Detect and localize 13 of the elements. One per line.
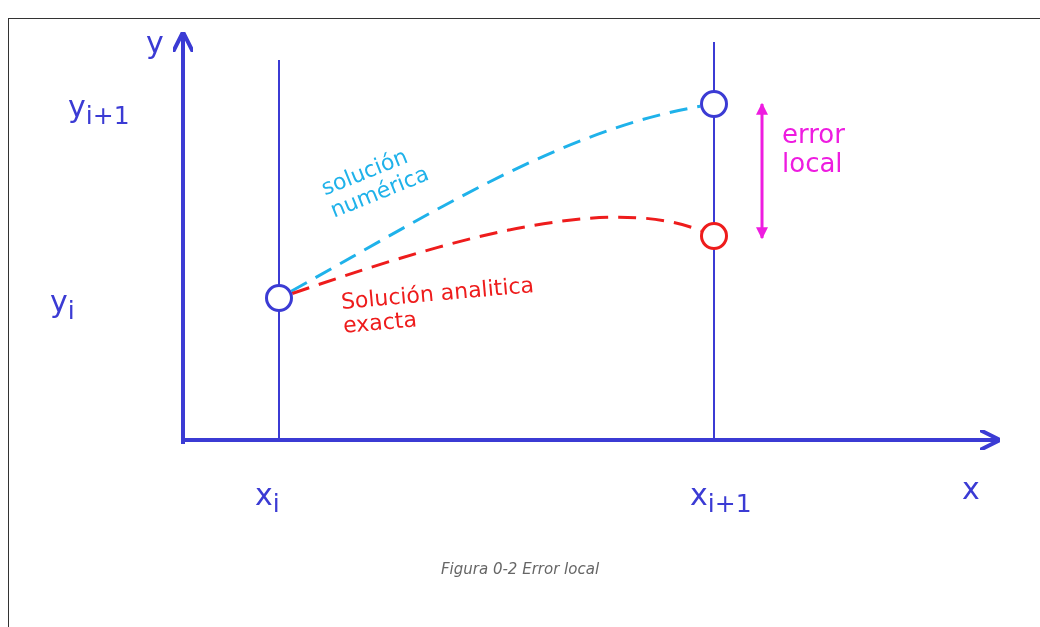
- figure-caption: Figura 0-2 Error local: [439, 560, 601, 578]
- axis-label: y$_{i}$: [50, 285, 75, 325]
- annotation: error local: [782, 120, 846, 178]
- axis-label: y$_{i+1}$: [68, 90, 130, 130]
- axis-label: x$_{i}$: [255, 478, 280, 518]
- circle-marker: [700, 222, 728, 250]
- curve-label: Solución analitica exacta: [340, 271, 536, 339]
- axis-label: x$_{i+1}$: [690, 478, 752, 518]
- circle-marker: [265, 284, 293, 312]
- axis-label: x: [962, 472, 980, 505]
- axis-label: y: [146, 26, 164, 59]
- circle-marker: [700, 90, 728, 118]
- curve: [290, 104, 701, 293]
